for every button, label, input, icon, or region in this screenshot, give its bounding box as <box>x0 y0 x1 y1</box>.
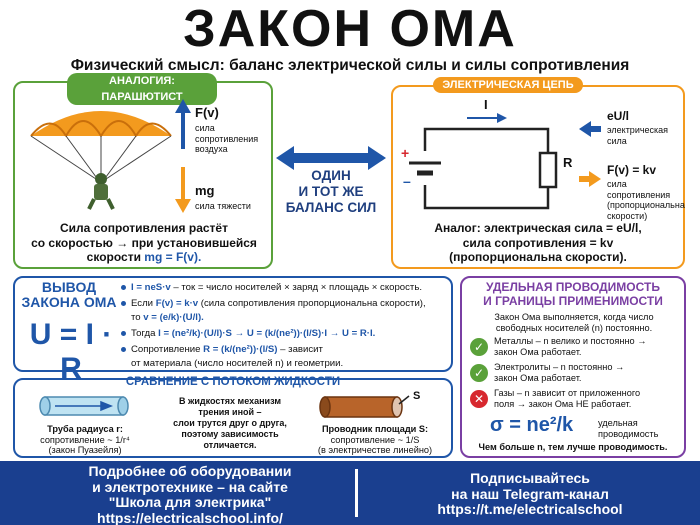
bullet-dot-icon <box>121 346 126 352</box>
force-right-arrow-icon <box>579 171 601 187</box>
page-title: ЗАКОН ОМА <box>183 0 517 58</box>
plus-sign: + <box>401 145 410 161</box>
bullet-text: v = (e/k)·(U/l). <box>143 312 204 323</box>
resist-force-label: F(v) = kv <box>607 163 657 177</box>
bullet-text: Если <box>131 298 156 309</box>
bullet-dot-icon <box>121 300 126 306</box>
wire-icon <box>319 395 410 418</box>
derivation-list: I = neS·v – ток = число носителей × заря… <box>121 280 451 370</box>
circuit-panel: ЭЛЕКТРИЧЕСКАЯ ЦЕПЬ I + – R eU/l электрич… <box>391 77 685 269</box>
bullet-text: Сопротивление <box>131 344 204 355</box>
derivation-bullet: то v = (e/k)·(U/l). <box>121 312 451 324</box>
tube-caption: Труба радиуса r:сопротивление ~ 1/r⁴(зак… <box>40 424 130 455</box>
bullet-text: (сила сопротивления пропорциональна скор… <box>198 298 426 309</box>
current-arrow-icon <box>467 113 507 123</box>
resistor-label: R <box>563 155 573 170</box>
fluid-title: СРАВНЕНИЕ С ПОТОКОМ ЖИДКОСТИ <box>125 376 341 388</box>
bullet-text: – ток = число носителей × заряд × площад… <box>170 282 422 293</box>
circuit-tag: ЭЛЕКТРИЧЕСКАЯ ЦЕПЬ <box>433 77 583 93</box>
check-icon: ✓ <box>470 364 488 382</box>
conductivity-formula: σ = ne²/k <box>490 414 574 436</box>
minus-sign: – <box>403 173 411 189</box>
bullet-text: от материала (число носителей n) и геоме… <box>131 358 344 369</box>
tube-icon <box>39 396 129 416</box>
cross-icon: ✕ <box>470 390 488 408</box>
bullet-dot-icon <box>121 330 126 336</box>
bullet-text: Тогда <box>131 328 159 339</box>
derivation-bullet: I = neS·v – ток = число носителей × заря… <box>121 282 451 294</box>
conductivity-note: Чем больше n, тем лучше проводимость. <box>478 442 668 452</box>
force-down-desc: сила тяжести <box>195 201 251 211</box>
bullet-text: F(v) = k·v <box>155 298 199 309</box>
circuit-diagram <box>409 127 558 210</box>
ohm-formula: U = I · R <box>29 318 113 385</box>
double-arrow-icon <box>276 146 386 170</box>
bullet-text: I = (ne²/k)·(U/l)·S → U = (k/(ne²))·(l/S… <box>158 328 376 339</box>
derivation-bullet: Сопротивление R = (k/(ne²))·(l/S) – зави… <box>121 344 451 356</box>
wire-area-label: S <box>413 390 421 402</box>
force-up-label: F(v) <box>195 105 219 120</box>
circuit-caption: Аналог: электрическая сила = eU/l,сила с… <box>434 221 642 264</box>
bullet-dot-icon <box>121 284 126 290</box>
bullet-text: I = neS·v <box>131 282 171 293</box>
bullet-text: R = (k/(ne²))·(l/S) <box>203 344 278 355</box>
parachutist-icon <box>30 111 172 210</box>
force-up-arrow-icon <box>175 99 191 149</box>
check-icon: ✓ <box>470 338 488 356</box>
bullet-text: то <box>131 312 144 323</box>
electric-force-label: eU/l <box>607 109 630 123</box>
page-subtitle: Физический смысл: баланс электрической с… <box>70 57 630 74</box>
fluid-panel: СРАВНЕНИЕ С ПОТОКОМ ЖИДКОСТИ Труба радиу… <box>13 376 453 458</box>
derivation-bullet: от материала (число носителей n) и геоме… <box>121 358 451 370</box>
electrolytes-item: Электролиты – n постоянно →закон Ома раб… <box>494 362 625 383</box>
current-label: I <box>484 97 488 112</box>
analogy-tag: АНАЛОГИЯ: ПАРАШЮТИСТ <box>67 73 217 105</box>
derivation-bullet: Если F(v) = k·v (сила сопротивления проп… <box>121 298 451 310</box>
force-down-arrow-icon <box>175 167 191 213</box>
footer-divider <box>355 469 358 517</box>
derivation-bullet: Тогда I = (ne²/k)·(U/l)·S → U = (k/(ne²)… <box>121 328 451 340</box>
bullet-text: – зависит <box>277 344 323 355</box>
analogy-caption: Сила сопротивления растёт со скоростью →… <box>31 221 257 264</box>
metals-item: Металлы – n велико и постоянно →закон Ом… <box>494 336 647 357</box>
force-down-label: mg <box>195 183 215 198</box>
wire-caption: Проводник площади S:сопротивление ~ 1/S(… <box>317 424 433 455</box>
force-left-arrow-icon <box>579 121 601 137</box>
